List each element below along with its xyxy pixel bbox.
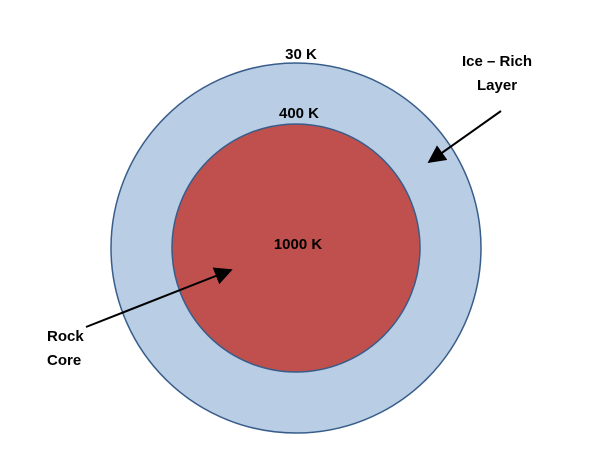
- center-temperature-label: 1000 K: [274, 236, 323, 253]
- rock-core-label-line2: Core: [47, 352, 81, 369]
- boundary-temperature-label: 400 K: [279, 105, 319, 122]
- ice-layer-arrow: [427, 110, 502, 164]
- surface-temperature-label: 30 K: [285, 46, 317, 63]
- rock-core: [171, 123, 421, 373]
- rock-core-arrow: [85, 267, 233, 328]
- ice-layer-label-line2: Layer: [477, 77, 517, 94]
- ice-layer-label-line1: Ice – Rich: [462, 53, 532, 70]
- rock-core-label-line1: Rock: [47, 328, 84, 345]
